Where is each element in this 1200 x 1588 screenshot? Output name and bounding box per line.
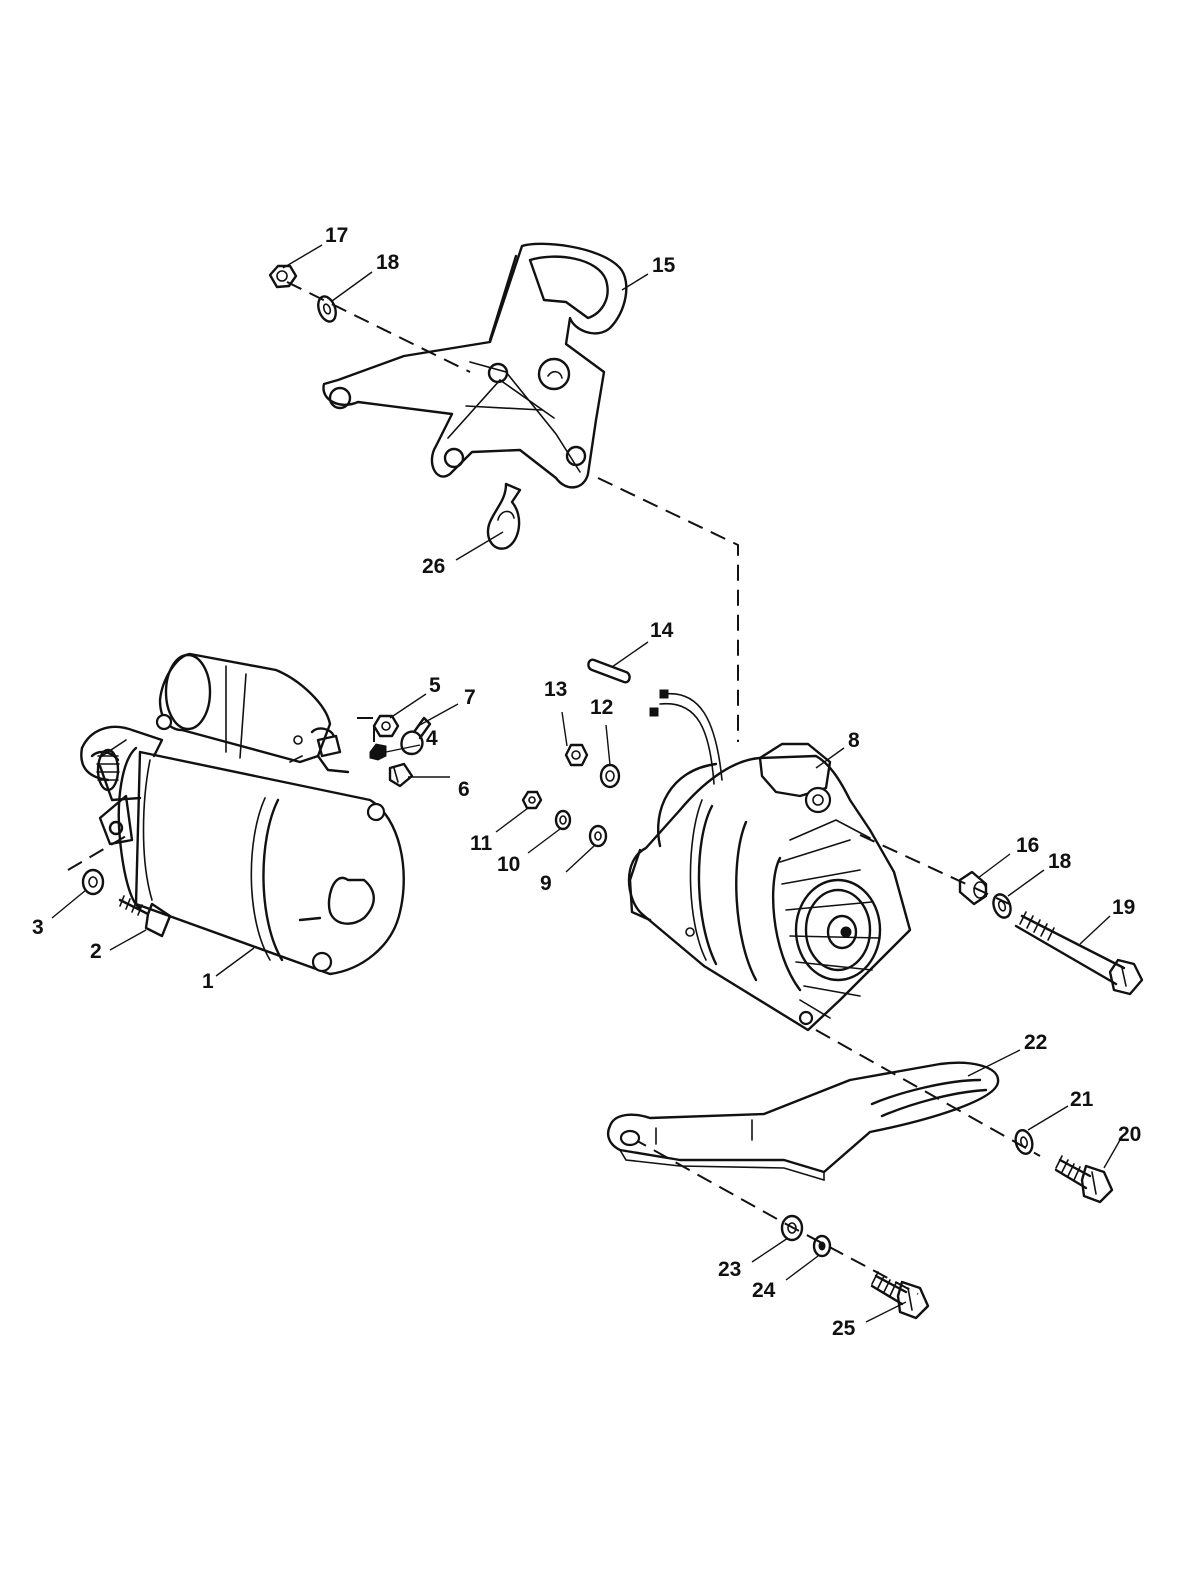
callout-14: 14	[650, 619, 674, 642]
adjusting-bracket-part-22	[606, 1061, 1000, 1181]
callout-17: 17	[325, 224, 348, 247]
alternator-part-8	[627, 689, 912, 1032]
callout-25: 25	[832, 1317, 856, 1340]
callout-4: 4	[426, 727, 438, 750]
washer-part-3	[81, 868, 105, 896]
bolt-part-2	[118, 895, 172, 938]
nut-part-6	[388, 762, 414, 788]
nut-part-5	[372, 714, 400, 738]
mounting-bracket-part-15	[322, 242, 628, 489]
callout-21: 21	[1070, 1088, 1094, 1111]
callout-24: 24	[752, 1279, 776, 1302]
washer-part-18-right	[992, 893, 1012, 919]
pin-part-14	[587, 658, 631, 684]
callout-10: 10	[497, 853, 520, 876]
leader-lines	[51, 244, 1121, 1323]
bolt-part-20	[1054, 1155, 1114, 1204]
callout-6: 6	[458, 778, 470, 801]
callout-15: 15	[652, 254, 676, 277]
callout-2: 2	[90, 940, 102, 963]
callout-labels: 1 2 3 4 5 6 7 8 9 10 11 12 13 14 15 16 1…	[32, 224, 1141, 1340]
assembly-lines	[67, 281, 1041, 1295]
callout-12: 12	[590, 696, 613, 719]
callout-13: 13	[544, 678, 567, 701]
bolt-part-25	[870, 1271, 930, 1320]
callout-23: 23	[718, 1258, 741, 1281]
callout-18-right: 18	[1048, 850, 1072, 873]
starter-motor-part-1	[80, 652, 405, 976]
callout-16: 16	[1016, 834, 1039, 857]
callout-18-top: 18	[376, 251, 400, 274]
long-bolt-part-19	[1014, 911, 1144, 996]
nut-part-17	[268, 264, 298, 289]
washer-part-12	[599, 763, 621, 789]
callout-9: 9	[540, 872, 552, 895]
nut-part-13	[564, 743, 589, 767]
nut-part-11	[521, 790, 543, 810]
callout-3: 3	[32, 916, 44, 939]
washer-part-21	[1014, 1129, 1034, 1155]
clamp-part-26	[486, 482, 522, 550]
nut-part-4	[369, 743, 387, 761]
washer-part-18-top	[317, 295, 337, 323]
callout-22: 22	[1024, 1031, 1047, 1054]
callout-5: 5	[429, 674, 441, 697]
callout-11: 11	[470, 832, 493, 855]
callout-20: 20	[1118, 1123, 1141, 1146]
callout-7: 7	[464, 686, 476, 709]
spacer-part-16	[958, 870, 988, 906]
washer-part-23	[780, 1214, 804, 1242]
lockwasher-part-24	[812, 1234, 832, 1258]
callout-1: 1	[202, 970, 214, 993]
washer-part-9	[588, 824, 608, 848]
lockwasher-part-10	[554, 809, 572, 831]
callout-8: 8	[848, 729, 860, 752]
callout-19: 19	[1112, 896, 1135, 919]
callout-26: 26	[422, 555, 445, 578]
